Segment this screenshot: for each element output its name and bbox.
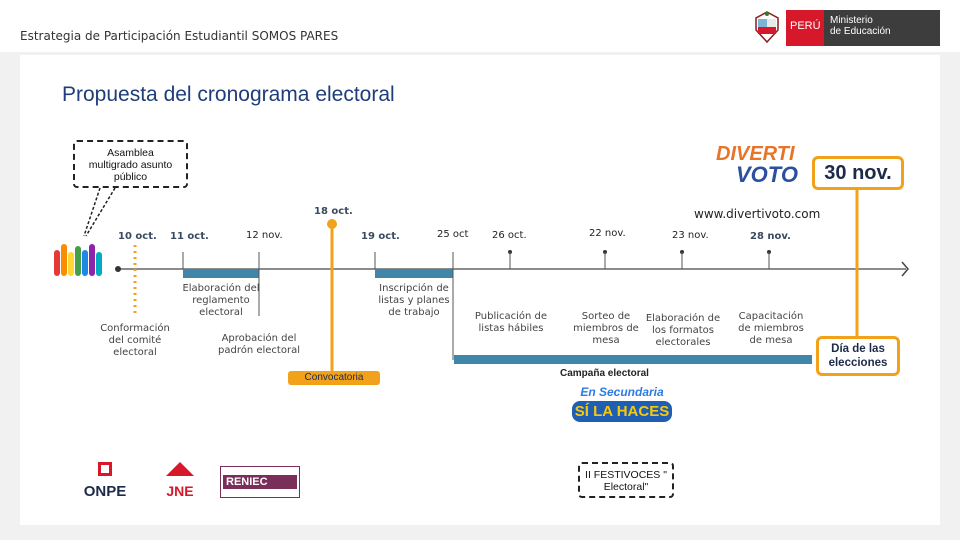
event-reglamento: Elaboración del reglamento electoral <box>182 283 260 319</box>
event-aprobacion: Aprobación del padrón electoral <box>218 333 300 357</box>
date-12nov: 12 nov. <box>246 230 283 241</box>
callout-pointer-2 <box>86 188 115 236</box>
divertivoto-url: www.divertivoto.com <box>694 207 820 221</box>
campana-bar <box>454 355 812 364</box>
jne-logo: JNE <box>150 460 210 502</box>
raised-hands-icon <box>54 244 102 276</box>
campana-label: Campaña electoral <box>560 368 649 379</box>
reniec-logo: RENIEC <box>220 466 300 498</box>
election-date-badge: 30 nov. <box>812 156 904 190</box>
bar-reglamento <box>183 269 259 278</box>
event-capacitacion: Capacitación de miembros de mesa <box>732 311 810 347</box>
date-23nov: 23 nov. <box>672 230 709 241</box>
divertivoto-line1: DIVERTI <box>716 144 796 164</box>
jne-emblem-icon <box>150 460 210 478</box>
convocatoria-dot <box>327 219 337 229</box>
reniec-text: RENIEC <box>223 475 297 489</box>
event-inscripcion: Inscripción de listas y planes de trabaj… <box>374 283 454 319</box>
callout-pointer <box>84 188 100 236</box>
event-formatos: Elaboración de los formatos electorales <box>645 313 721 349</box>
bar-inscripcion <box>375 269 453 278</box>
date-28nov: 28 nov. <box>750 231 791 242</box>
event-publicacion: Publicación de listas hábiles <box>472 311 550 335</box>
convocatoria-badge: Convocatoria <box>288 371 380 385</box>
jne-text: JNE <box>150 483 210 499</box>
divertivoto-line2: VOTO <box>716 164 796 186</box>
onpe-logo: ONPE <box>70 460 140 502</box>
timeline-start-dot <box>115 266 121 272</box>
secundaria-logo: En Secundaria SÍ LA HACES <box>572 385 672 440</box>
date-11oct: 11 oct. <box>170 231 209 242</box>
date-26oct: 26 oct. <box>492 230 527 241</box>
election-day-badge: Día de las elecciones <box>816 336 900 376</box>
date-22nov: 22 nov. <box>589 228 626 239</box>
date-10oct: 10 oct. <box>118 231 157 242</box>
date-19oct: 19 oct. <box>361 231 400 242</box>
festivoces-box: II FESTIVOCES " Electoral" <box>578 462 674 498</box>
event-conformacion: Conformación del comité electoral <box>96 323 174 359</box>
onpe-emblem-icon <box>70 460 140 478</box>
date-25oct: 25 oct <box>437 229 468 240</box>
onpe-text: ONPE <box>70 483 140 500</box>
secundaria-line2: SÍ LA HACES <box>572 401 672 422</box>
divertivoto-logo: DIVERTI VOTO <box>716 144 796 198</box>
event-sorteo: Sorteo de miembros de mesa <box>570 311 642 347</box>
date-18oct: 18 oct. <box>314 206 353 217</box>
secundaria-line1: En Secundaria <box>572 385 672 399</box>
